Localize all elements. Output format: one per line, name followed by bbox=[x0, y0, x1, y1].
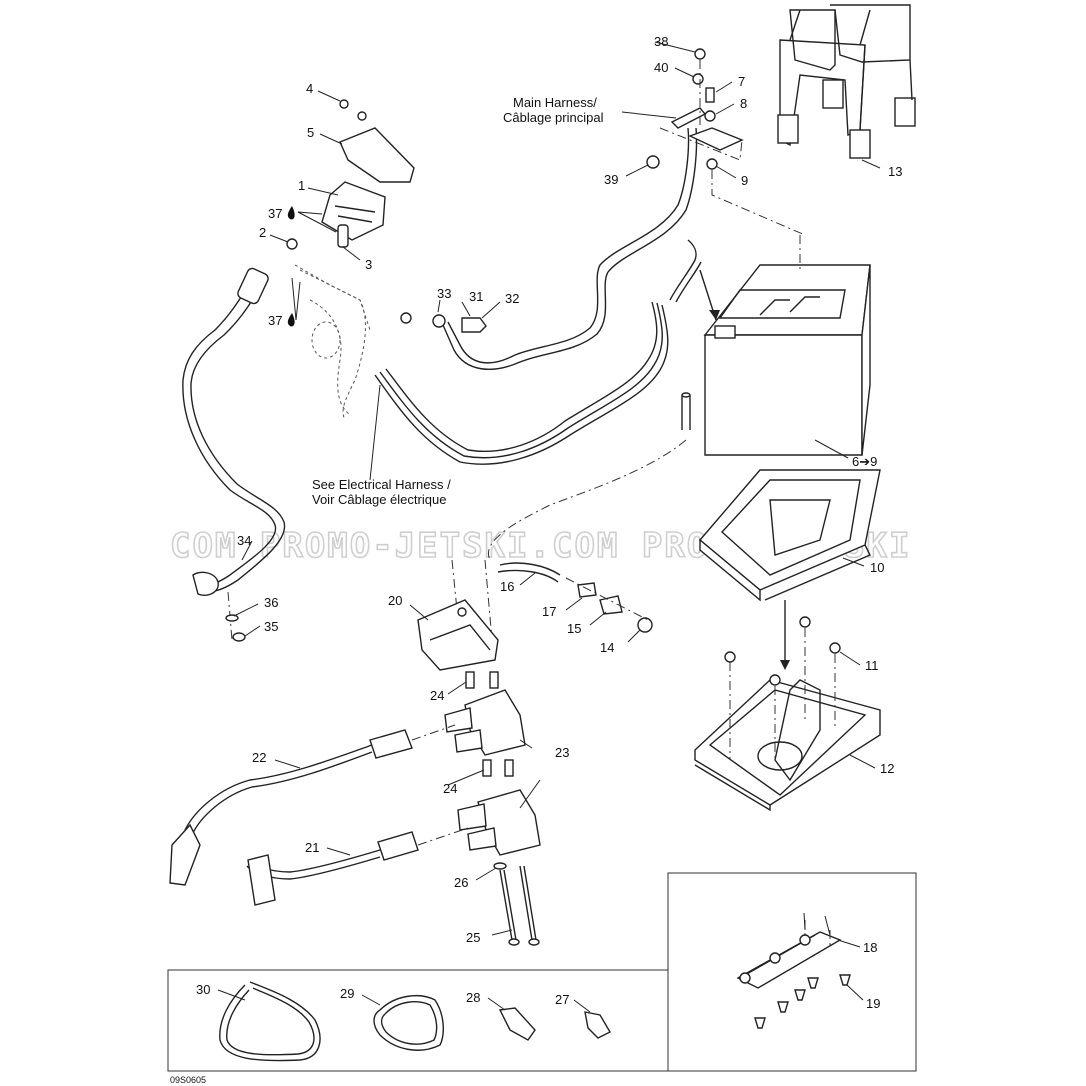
callout-34: 34 bbox=[237, 533, 251, 548]
battery-cable-34 bbox=[182, 267, 286, 642]
callout-13: 13 bbox=[888, 164, 902, 179]
main-harness-cable bbox=[400, 107, 707, 370]
diagram-code: 09S0605 bbox=[170, 1075, 206, 1085]
battery-straps bbox=[777, 4, 916, 159]
callout-25: 25 bbox=[466, 930, 480, 945]
callout-1: 1 bbox=[298, 178, 305, 193]
vent-tube bbox=[487, 392, 691, 633]
callout-7: 7 bbox=[738, 74, 745, 89]
mounting-bracket-inset bbox=[736, 920, 851, 1029]
callout-23: 23 bbox=[555, 745, 569, 760]
callout-32: 32 bbox=[505, 291, 519, 306]
callout-17: 17 bbox=[542, 604, 556, 619]
spark-plug-cables bbox=[169, 724, 469, 906]
battery-support-plate bbox=[694, 600, 881, 812]
callout-15: 15 bbox=[567, 621, 581, 636]
callout-16: 16 bbox=[500, 579, 514, 594]
inset-frame-left bbox=[167, 969, 669, 1072]
callout-33: 33 bbox=[437, 286, 451, 301]
callout-10: 10 bbox=[870, 560, 884, 575]
callout-29: 29 bbox=[340, 986, 354, 1001]
callout-21: 21 bbox=[305, 840, 319, 855]
callout-labels: 1 2 3 4 5 6➔9 7 8 9 10 11 12 13 14 15 16… bbox=[196, 34, 902, 1011]
battery-tray bbox=[699, 469, 881, 602]
main-harness-caption-2: Câblage principal bbox=[503, 110, 604, 125]
main-harness-caption-1: Main Harness/ bbox=[513, 95, 597, 110]
callout-5: 5 bbox=[307, 125, 314, 140]
callout-36: 36 bbox=[264, 595, 278, 610]
starter-solenoid-group bbox=[286, 99, 415, 421]
callout-26: 26 bbox=[454, 875, 468, 890]
see-harness-caption-2: Voir Câblage électrique bbox=[312, 492, 446, 507]
callout-22: 22 bbox=[252, 750, 266, 765]
ignition-coils bbox=[417, 559, 541, 946]
callout-20: 20 bbox=[388, 593, 402, 608]
callout-28: 28 bbox=[466, 990, 480, 1005]
callout-37a: 37 bbox=[268, 206, 282, 221]
callout-31: 31 bbox=[469, 289, 483, 304]
see-harness-caption-1: See Electrical Harness / bbox=[312, 477, 451, 492]
callout-2: 2 bbox=[259, 225, 266, 240]
callout-6: 6➔9 bbox=[852, 454, 877, 469]
callout-37b: 37 bbox=[268, 313, 282, 328]
callout-4: 4 bbox=[306, 81, 313, 96]
callout-11: 11 bbox=[865, 658, 879, 673]
inset-frame-right bbox=[667, 872, 917, 1072]
callout-27: 27 bbox=[555, 992, 569, 1007]
callout-24b: 24 bbox=[443, 781, 457, 796]
callout-38: 38 bbox=[654, 34, 668, 49]
callout-18: 18 bbox=[863, 940, 877, 955]
callout-24a: 24 bbox=[430, 688, 444, 703]
callout-19: 19 bbox=[866, 996, 880, 1011]
harness-bracket bbox=[646, 48, 806, 236]
callout-30: 30 bbox=[196, 982, 210, 997]
electrical-harness bbox=[374, 239, 702, 465]
callout-12: 12 bbox=[880, 761, 894, 776]
liquid-drop-icon bbox=[287, 313, 295, 327]
callout-8: 8 bbox=[740, 96, 747, 111]
clamps-inset bbox=[219, 981, 611, 1062]
callout-35: 35 bbox=[264, 619, 278, 634]
battery bbox=[699, 235, 871, 456]
callout-39: 39 bbox=[604, 172, 618, 187]
callout-9: 9 bbox=[741, 173, 748, 188]
callout-40: 40 bbox=[654, 60, 668, 75]
callout-3: 3 bbox=[365, 257, 372, 272]
callout-14: 14 bbox=[600, 640, 614, 655]
leader-lines bbox=[217, 41, 881, 1013]
liquid-drop-icon bbox=[287, 206, 295, 220]
